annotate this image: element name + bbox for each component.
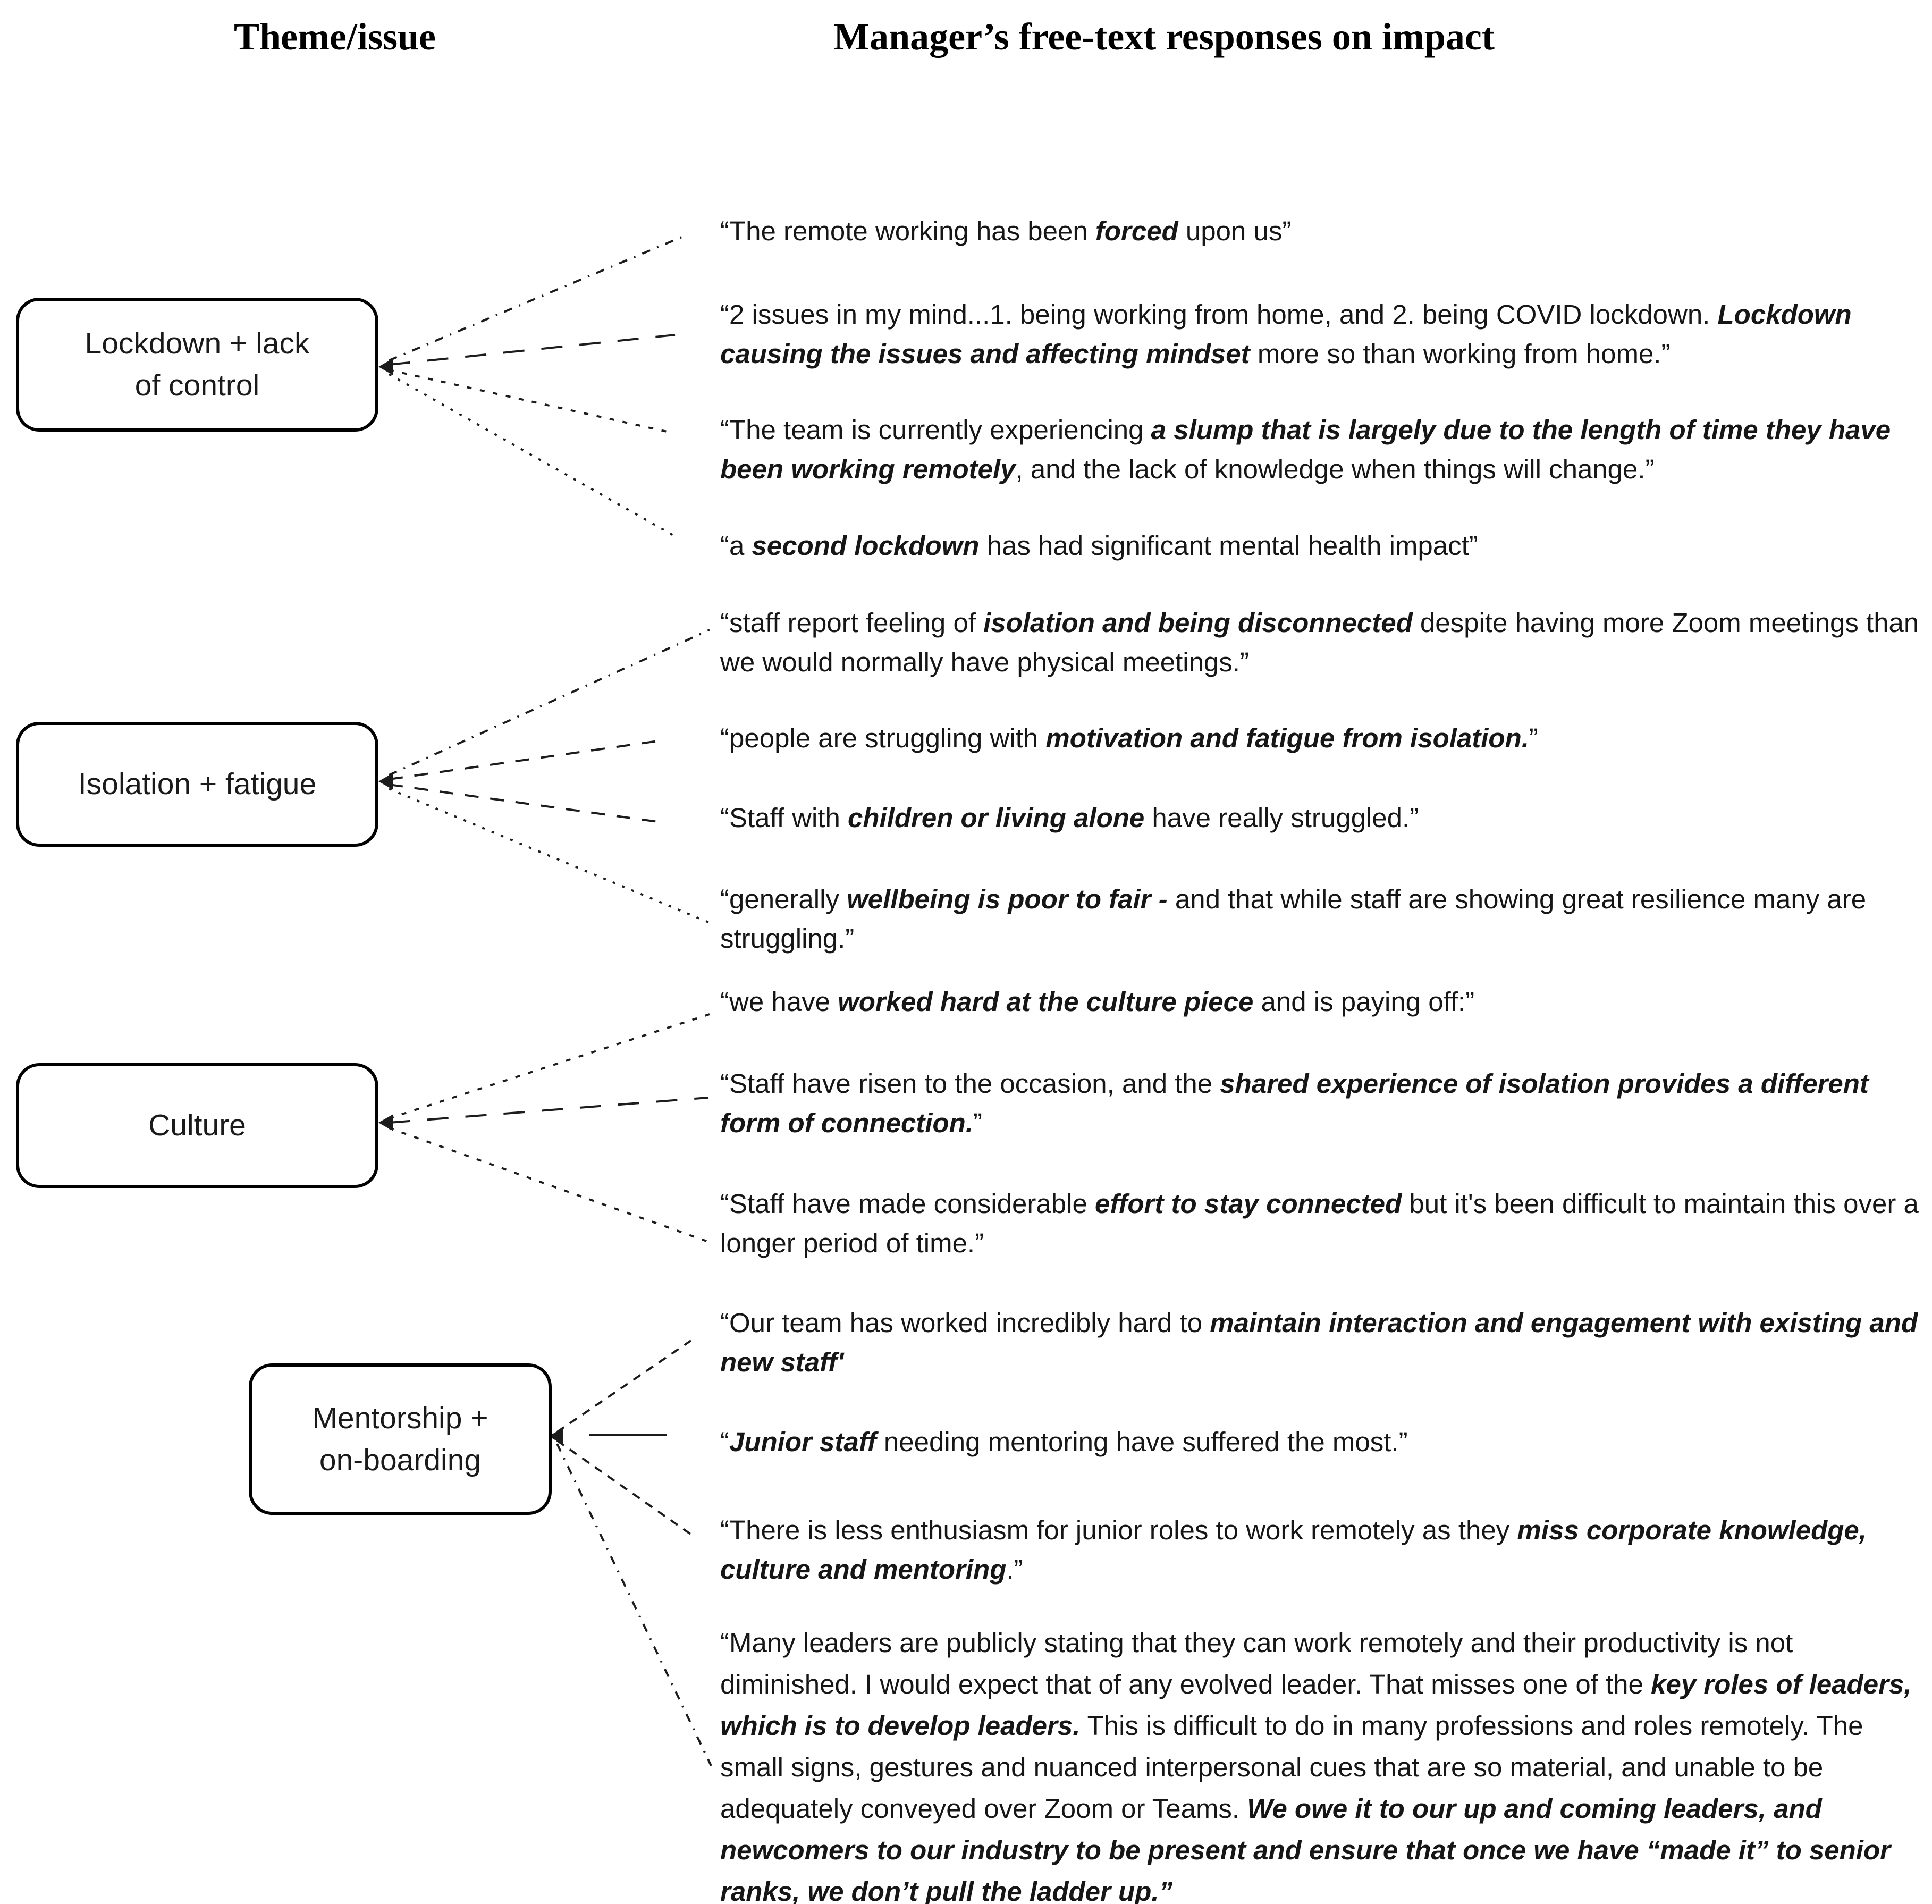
quote-mentorship-3: “There is less enthusiasm for junior rol…	[720, 1515, 1867, 1585]
quote-isolation-4: “generally wellbeing is poor to fair - a…	[720, 884, 1867, 954]
connector-line-mentorship-q15	[556, 1443, 712, 1766]
column-header-theme: Theme/issue	[233, 15, 436, 58]
quote-isolation-3: “Staff with children or living alone hav…	[720, 803, 1419, 833]
quote-lockdown-1: “The remote working has been forced upon…	[720, 216, 1292, 246]
connector-line-isolation-q7	[389, 783, 666, 824]
connector-line-isolation-q5	[389, 629, 710, 776]
theme-label-isolation: Isolation + fatigue	[78, 767, 317, 802]
connector-line-culture-q11	[389, 1127, 712, 1244]
connector-line-lockdown-q3	[389, 369, 668, 433]
quote-mentorship-4: “Many leaders are publicly stating that …	[720, 1628, 1912, 1904]
arrowhead-lockdown-icon	[378, 358, 393, 375]
quote-culture-1: “we have worked hard at the culture piec…	[720, 987, 1475, 1017]
theme-label-culture: Culture	[148, 1108, 246, 1143]
quote-mentorship-2: “Junior staff needing mentoring have suf…	[720, 1427, 1408, 1457]
column-header-responses: Manager’s free-text responses on impact	[833, 15, 1495, 58]
connector-line-lockdown-q4	[389, 373, 677, 538]
quote-mentorship-1: “Our team has worked incredibly hard to …	[720, 1308, 1918, 1377]
connector-line-mentorship-q14	[556, 1439, 693, 1536]
theme-box-mentorship: Mentorship + on-boarding	[249, 1363, 552, 1515]
theme-box-isolation: Isolation + fatigue	[16, 722, 378, 847]
arrowhead-isolation-icon	[378, 773, 393, 790]
quote-culture-2: “Staff have risen to the occasion, and t…	[720, 1068, 1869, 1138]
connector-line-lockdown-q2	[389, 334, 676, 366]
theme-box-lockdown: Lockdown + lack of control	[16, 298, 378, 432]
connector-line-lockdown-q1	[389, 234, 687, 361]
connector-line-culture-q9	[389, 1013, 710, 1119]
theme-label-lockdown: Lockdown + lack of control	[85, 326, 310, 402]
theme-label-mentorship: Mentorship + on-boarding	[312, 1401, 488, 1477]
quote-culture-3: “Staff have made considerable effort to …	[720, 1189, 1919, 1258]
quote-lockdown-3: “The team is currently experiencing a sl…	[720, 415, 1891, 484]
theme-box-culture: Culture	[16, 1063, 378, 1188]
quote-lockdown-2: “2 issues in my mind...1. being working …	[720, 299, 1852, 369]
connector-line-isolation-q8	[389, 788, 713, 925]
connector-line-isolation-q6	[389, 739, 666, 780]
connector-line-mentorship-q12	[556, 1339, 692, 1433]
quote-isolation-2: “people are struggling with motivation a…	[720, 723, 1538, 753]
arrowhead-culture-icon	[378, 1114, 393, 1131]
connector-line-culture-q10	[389, 1097, 708, 1124]
quote-isolation-1: “staff report feeling of isolation and b…	[720, 608, 1919, 677]
quote-lockdown-4: “a second lockdown has had significant m…	[720, 530, 1478, 561]
